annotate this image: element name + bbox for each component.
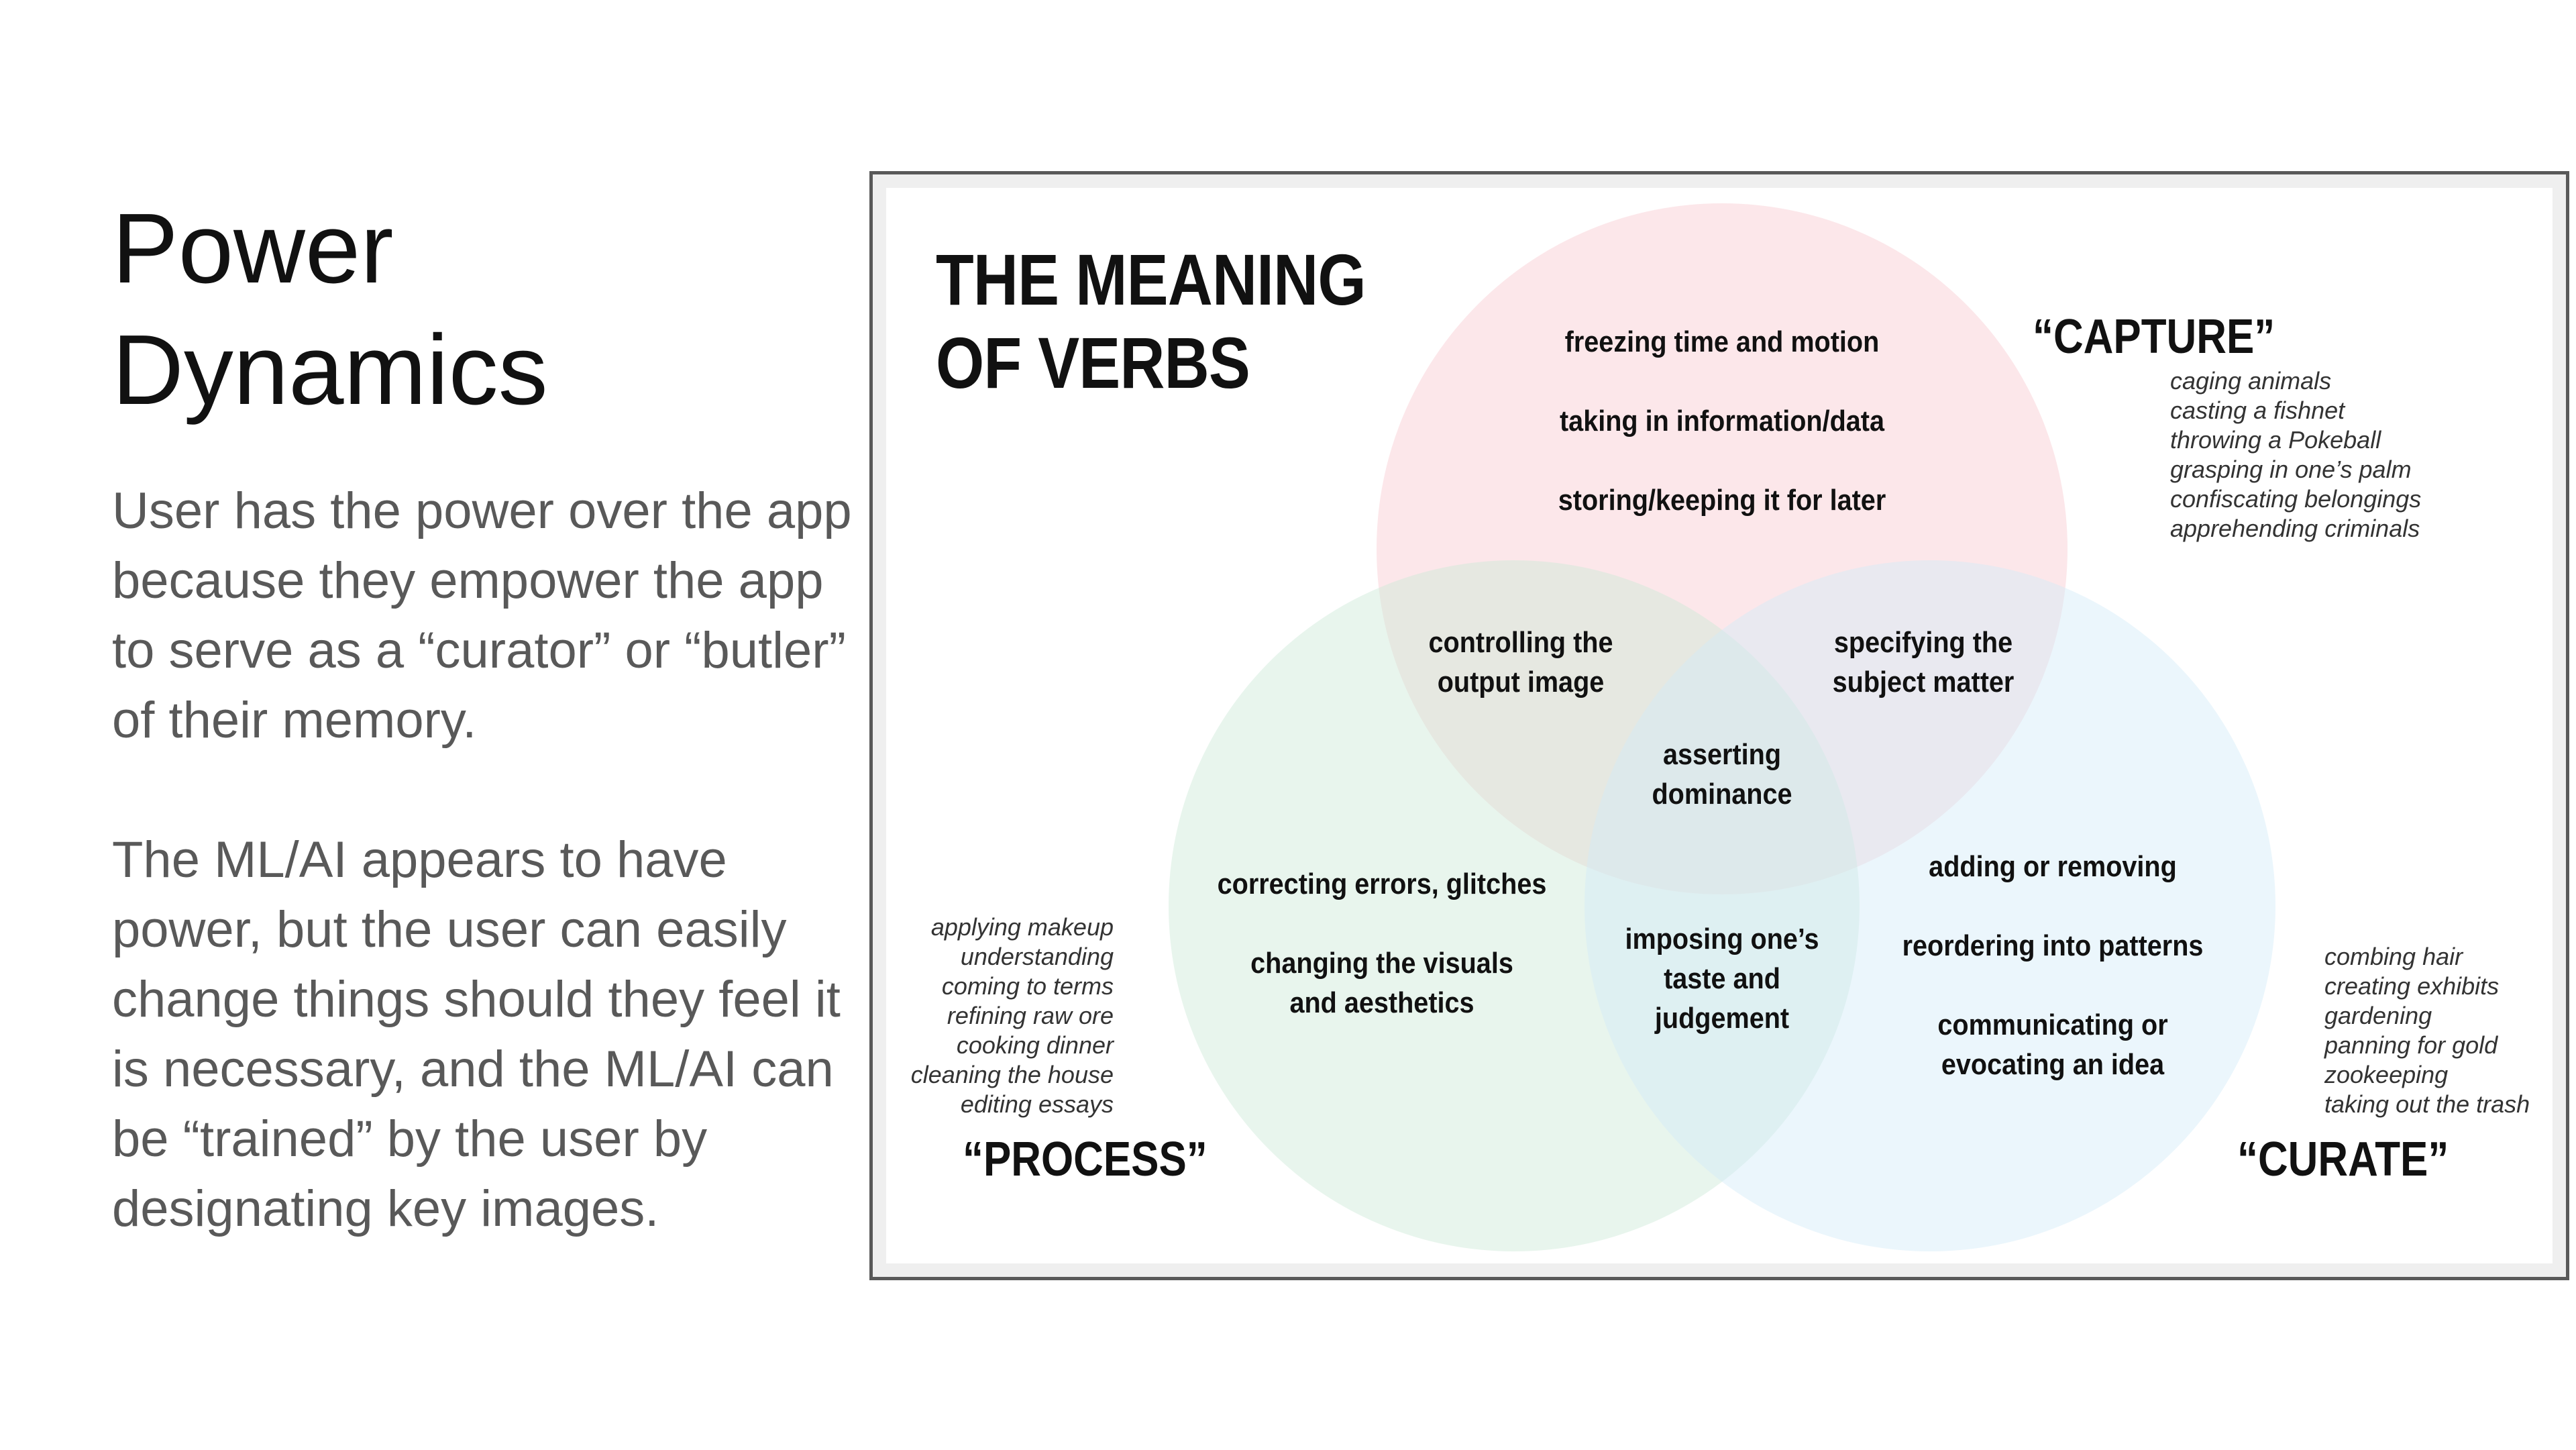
curate-label: “CURATE” (2237, 1133, 2449, 1186)
slide-body: User has the power over the app because … (112, 476, 863, 1244)
region-line: correcting errors, glitches (1217, 868, 1547, 900)
curate-circle (1585, 560, 2275, 1251)
curate-example: taking out the trash (2324, 1090, 2530, 1118)
process-example: editing essays (960, 1090, 1114, 1118)
slide-title-line-1: Power (112, 193, 394, 304)
region-center: asserting dominance (1601, 735, 1843, 814)
process-example: refining raw ore (947, 1002, 1114, 1029)
region-capture-item: taking in information/data (1559, 405, 1885, 437)
region-process-only: correcting errors, glitches changing the… (1201, 864, 1563, 1023)
curate-example: gardening (2324, 1002, 2432, 1029)
process-example: coming to terms (941, 972, 1114, 1000)
region-line: reordering into patterns (1902, 929, 2204, 962)
diagram-heading: THE MEANING OF VERBS (936, 238, 1366, 405)
region-capture-item: storing/keeping it for later (1558, 484, 1886, 517)
slide-paragraph-1: User has the power over the app because … (112, 482, 852, 749)
region-line: imposing one’s (1625, 923, 1819, 955)
capture-example: grasping in one’s palm (2170, 456, 2412, 483)
region-line: changing the visuals (1250, 947, 1513, 980)
region-line: taste and (1664, 962, 1780, 995)
process-example: applying makeup (930, 913, 1114, 941)
capture-examples: caging animals casting a fishnet throwin… (2170, 366, 2421, 543)
process-examples: applying makeup understanding coming to … (872, 913, 1114, 1119)
region-line: subject matter (1832, 666, 2015, 698)
region-line: specifying the (1833, 626, 2013, 659)
curate-example: creating exhibits (2324, 972, 2500, 1000)
curate-example: combing hair (2324, 943, 2463, 970)
curate-example: panning for gold (2324, 1031, 2498, 1059)
curate-example: zookeeping (2324, 1061, 2449, 1088)
region-line: adding or removing (1929, 850, 2177, 883)
region-line: communicating or (1937, 1008, 2168, 1041)
region-line: dominance (1652, 778, 1792, 811)
region-capture-item: freezing time and motion (1564, 325, 1880, 358)
slide-title: Power Dynamics (112, 188, 850, 431)
diagram-heading-line-2: OF VERBS (936, 322, 1250, 403)
capture-example: caging animals (2170, 367, 2332, 395)
capture-example: confiscating belongings (2170, 485, 2422, 513)
slide-paragraph-2: The ML/AI appears to have power, but the… (112, 831, 841, 1237)
capture-circle (1377, 203, 2068, 894)
region-line: controlling the (1428, 626, 1613, 659)
region-line: asserting (1662, 738, 1782, 771)
capture-label: “CAPTURE” (2033, 310, 2275, 364)
capture-example: apprehending criminals (2170, 515, 2420, 542)
process-example: understanding (960, 943, 1114, 970)
region-line: evocating an idea (1941, 1048, 2165, 1081)
region-capture-curate: specifying the subject matter (1803, 623, 2044, 702)
curate-examples: combing hair creating exhibits gardening… (2324, 942, 2530, 1119)
process-label: “PROCESS” (963, 1133, 1208, 1186)
process-example: cleaning the house (910, 1061, 1114, 1088)
region-line: and aesthetics (1289, 986, 1474, 1019)
slide-title-line-2: Dynamics (112, 315, 548, 425)
region-line: output image (1437, 666, 1605, 698)
region-curate-only: adding or removing reordering into patte… (1872, 847, 2234, 1084)
region-capture-only: freezing time and motion taking in infor… (1541, 322, 1903, 520)
diagram-heading-line-1: THE MEANING (936, 239, 1366, 320)
region-capture-process: controlling the output image (1400, 623, 1642, 702)
process-example: cooking dinner (956, 1031, 1114, 1059)
process-circle (1169, 560, 1860, 1251)
region-process-curate: imposing one’s taste and judgement (1601, 919, 1843, 1038)
capture-example: casting a fishnet (2170, 397, 2345, 424)
region-line: judgement (1654, 1002, 1790, 1035)
capture-example: throwing a Pokeball (2170, 426, 2381, 454)
